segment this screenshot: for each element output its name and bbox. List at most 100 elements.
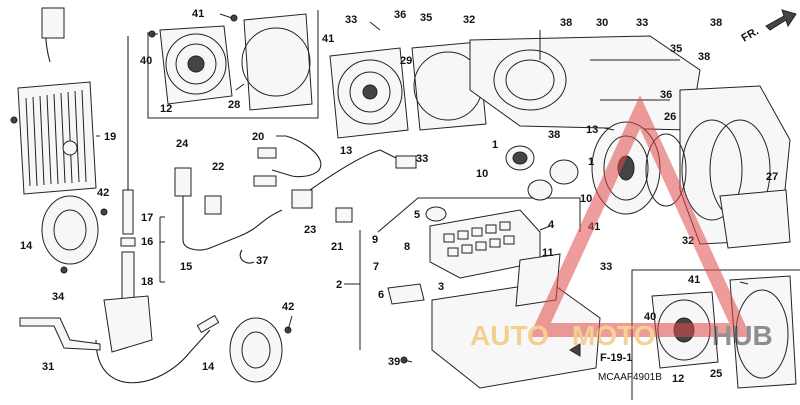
connector-23: [291, 189, 313, 209]
watermark: AUTO MOTO HUB: [470, 95, 773, 351]
feeder-connector: [174, 167, 192, 197]
connector-21: [335, 207, 353, 223]
callout-10: 10: [580, 193, 592, 205]
callout-1: 1: [588, 156, 594, 168]
reference-tag: F-19-1 MCAAF4901B: [569, 343, 662, 383]
amplifier-fins: [25, 89, 87, 187]
duct-opening-inner: [505, 59, 555, 101]
callout-33: 33: [345, 14, 357, 26]
amplifier-mount-bolt: [10, 116, 18, 124]
callout-33: 33: [636, 17, 648, 29]
antenna-cable-plug: [196, 314, 220, 334]
callout-3: 3: [438, 281, 444, 293]
center-speaker: [329, 41, 487, 139]
duct-ribs: [590, 59, 680, 101]
rear-speaker-14: [41, 195, 292, 383]
knob-5: [425, 206, 447, 222]
callout-26: 26: [664, 111, 676, 123]
callout-36: 36: [660, 89, 672, 101]
panel-buttons: [443, 221, 515, 257]
callout-15: 15: [180, 261, 192, 273]
speaker-14-lower: [229, 317, 283, 383]
callout-16: 16: [141, 236, 153, 248]
callout-27: 27: [766, 171, 778, 183]
ref-arrow-icon: [569, 343, 581, 357]
door-gasket-25: [729, 275, 797, 389]
ref-label: F-19-1: [600, 352, 632, 364]
callout-2: 2: [336, 279, 342, 291]
speaker-harness: [253, 135, 417, 223]
callout-8: 8: [404, 241, 410, 253]
gasket-ring: [241, 27, 311, 97]
screw-34: [60, 266, 68, 274]
callout-17: 17: [141, 212, 153, 224]
amplifier-connector: [41, 7, 65, 39]
watermark-mid: MOTO: [572, 320, 655, 351]
speaker-14-upper: [41, 195, 99, 265]
watermark-triangle-icon: [529, 95, 751, 337]
callout-14: 14: [202, 361, 215, 373]
speaker-gasket: [411, 41, 487, 131]
rear-speaker-left: [148, 13, 313, 111]
enclosure-ring-a: [681, 119, 743, 221]
callout-14: 14: [20, 240, 33, 252]
callout-42: 42: [282, 301, 294, 313]
callout-38: 38: [548, 129, 560, 141]
duct-opening: [493, 49, 567, 111]
tweeter-gasket: [645, 133, 687, 207]
callout-41: 41: [192, 8, 204, 20]
callout-42: 42: [97, 187, 109, 199]
frame-rear-speaker: [147, 10, 319, 119]
callout-10: 10: [476, 168, 488, 180]
callout-38: 38: [698, 51, 710, 63]
callout-20: 20: [252, 131, 264, 143]
callout-13: 13: [340, 145, 352, 157]
fr-label: FR.: [740, 25, 761, 44]
callout-38: 38: [710, 17, 722, 29]
callout-7: 7: [373, 261, 379, 273]
callout-41: 41: [322, 33, 334, 45]
feeder-cable: [182, 196, 283, 251]
antenna-clip: [204, 195, 222, 215]
callout-21: 21: [331, 241, 343, 253]
speaker-14-lower-cone: [241, 331, 271, 369]
leader-lines: [96, 13, 749, 363]
callout-24: 24: [176, 138, 189, 150]
harness-plug-a: [257, 147, 277, 159]
callout-29: 29: [400, 55, 412, 67]
small-tweeters: [505, 145, 579, 201]
antenna-cable: [95, 329, 211, 384]
callout-38: 38: [560, 17, 572, 29]
speaker-dust-cap: [187, 55, 205, 73]
callout-1: 1: [492, 139, 498, 151]
cable-clamp-37: [239, 249, 255, 264]
callout-4: 4: [548, 219, 555, 231]
callout-31: 31: [42, 361, 54, 373]
callout-5: 5: [414, 209, 420, 221]
harness-20: [271, 135, 322, 178]
callout-34: 34: [52, 291, 65, 303]
diagram-code: MCAAF4901B: [598, 372, 662, 383]
audio-head-unit: [387, 206, 601, 389]
front-direction-indicator: FR.: [740, 9, 797, 45]
antenna-bracket: [19, 317, 101, 351]
enclosure-box-27: [719, 189, 791, 249]
callout-33: 33: [600, 261, 612, 273]
amplifier-connector-port: [62, 140, 78, 156]
callout-35: 35: [420, 12, 432, 24]
speaker-14-upper-cone: [53, 209, 87, 251]
antenna-assembly: [19, 36, 220, 384]
callout-22: 22: [212, 161, 224, 173]
frame-audio-unit: [377, 197, 581, 233]
callout-18: 18: [141, 276, 153, 288]
callout-33: 33: [416, 153, 428, 165]
fr-arrow-icon: [765, 9, 797, 31]
callout-12: 12: [672, 373, 684, 385]
antenna-base: [103, 295, 153, 353]
callout-40: 40: [140, 55, 152, 67]
callout-9: 9: [372, 234, 378, 246]
callout-36: 36: [394, 9, 406, 21]
